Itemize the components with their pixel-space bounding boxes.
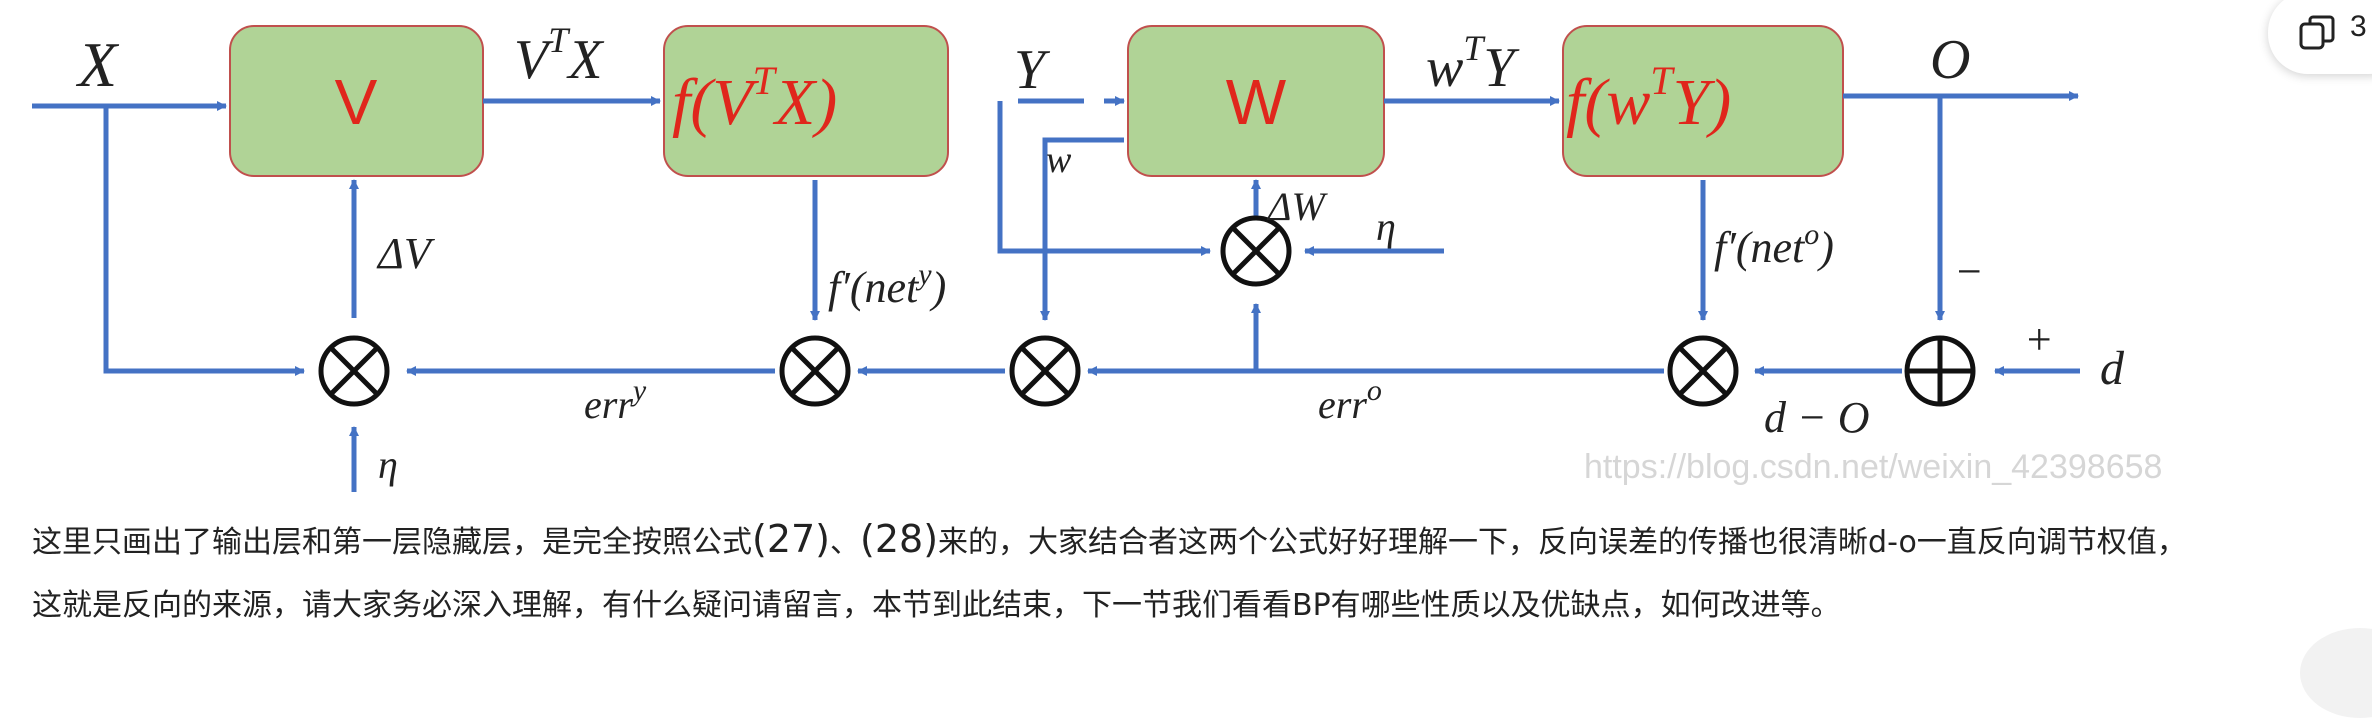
- arrow-x-to-mult-left: [103, 106, 305, 376]
- copy-button[interactable]: 3: [2268, 0, 2372, 74]
- multiply-op-4: [1667, 335, 1739, 407]
- label-d: d: [2100, 342, 2125, 395]
- box-V: V: [229, 25, 484, 177]
- box-f-VTX-label: f(VTX): [672, 58, 837, 139]
- label-minus-sign: −: [1954, 247, 1984, 296]
- equation-ref-28: (28): [860, 517, 939, 561]
- label-deltaW: ΔW: [1266, 184, 1328, 229]
- label-eta-right: η: [1376, 204, 1396, 249]
- label-err-o: erro: [1318, 374, 1382, 427]
- bp-network-diagram: V f(VTX) W f(wTY): [32, 20, 2162, 492]
- forward-arrows: [32, 91, 2079, 111]
- label-deltaV: ΔV: [376, 229, 436, 278]
- sum-op: [1904, 335, 1976, 407]
- corner-decoration: [2300, 628, 2372, 718]
- label-w-small: w: [1046, 139, 1072, 181]
- multiply-op-left: [318, 335, 390, 407]
- caption-line-1: 这里只画出了输出层和第一层隐藏层，是完全按照公式(27)、(28)来的，大家结合…: [32, 517, 2187, 561]
- caption-paragraph: 这里只画出了输出层和第一层隐藏层，是完全按照公式(27)、(28)来的，大家结合…: [32, 508, 2352, 637]
- label-X: X: [75, 29, 120, 100]
- arrow-Y-to-mult-dW: [997, 101, 1211, 256]
- watermark: https://blog.csdn.net/weixin_42398658: [1584, 448, 2162, 486]
- box-f-VTX: f(VTX): [663, 25, 949, 177]
- box-f-wTY-label: f(wTY): [1566, 58, 1731, 139]
- label-Y: Y: [1014, 39, 1051, 101]
- feedback-paths: [103, 96, 2080, 492]
- label-eta-left: η: [378, 442, 398, 487]
- box-V-label: V: [335, 66, 378, 138]
- box-f-wTY: f(wTY): [1562, 25, 1844, 177]
- copy-icon: [2299, 15, 2335, 50]
- multiply-op-3: [1009, 335, 1081, 407]
- label-O: O: [1930, 29, 1970, 91]
- arrow-w-to-mult3: [1040, 137, 1124, 321]
- box-W: W: [1127, 25, 1385, 177]
- label-plus-sign: +: [2024, 315, 2054, 364]
- caption-line-2: 这就是反向的来源，请大家务必深入理解，有什么疑问请留言，本节到此结束，下一节我们…: [32, 588, 1841, 623]
- box-W-label: W: [1226, 66, 1287, 138]
- label-d-minus-o: d − O: [1764, 393, 1869, 442]
- equation-ref-27: (27): [752, 517, 831, 561]
- label-err-y: erry: [584, 374, 647, 427]
- label-fprime-net-y: f′(nety): [828, 258, 946, 312]
- multiply-op-2: [779, 335, 851, 407]
- label-VTX: VTX: [514, 20, 605, 91]
- copy-count: 3: [2350, 10, 2367, 43]
- multiply-op-deltaW: [1220, 215, 1292, 287]
- label-wTY: wTY: [1426, 28, 1520, 99]
- label-fprime-net-o: f′(neto): [1714, 218, 1834, 272]
